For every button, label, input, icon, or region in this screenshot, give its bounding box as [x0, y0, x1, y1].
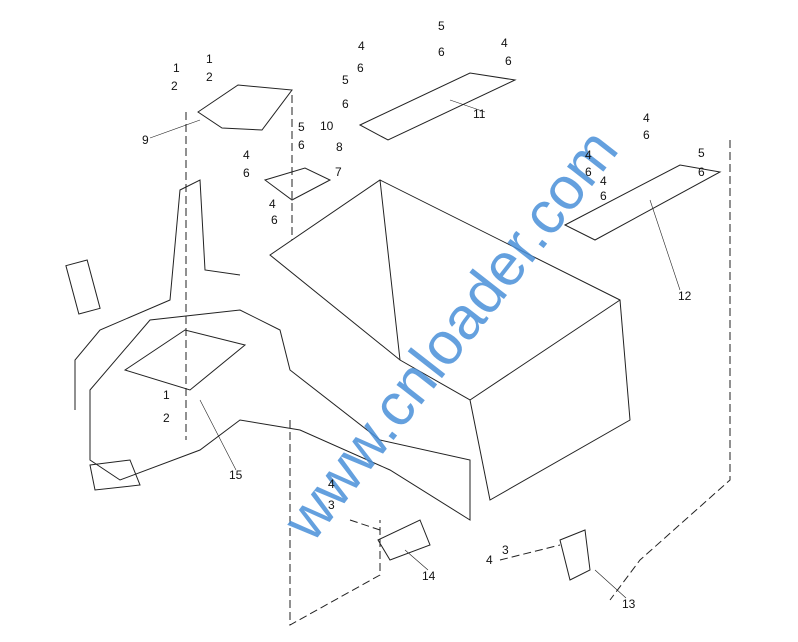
part-callout: 6: [505, 54, 512, 68]
part-callout: 12: [678, 289, 692, 303]
part-callout: 13: [622, 597, 636, 611]
part-callout: 6: [585, 165, 592, 179]
part-callout: 4: [486, 553, 493, 567]
part-callout: 6: [342, 97, 349, 111]
part-callout: 1: [206, 52, 213, 66]
part-callout: 6: [271, 213, 278, 227]
part-callout: 4: [358, 39, 365, 53]
cover-plate-11: [358, 72, 517, 141]
part-callout: 4: [585, 148, 592, 162]
mirror: [65, 259, 101, 315]
part-callout: 10: [320, 119, 334, 133]
part-callout: 3: [328, 498, 335, 512]
part-callout: 2: [163, 411, 170, 425]
bracket-13: [559, 529, 591, 581]
part-callout: 11: [473, 107, 486, 121]
part-callout: 4: [269, 197, 276, 211]
part-callout: 9: [142, 133, 149, 147]
part-callout: 1: [163, 388, 170, 402]
main-frame: [269, 179, 631, 501]
body-shell: [89, 309, 471, 521]
step: [89, 459, 141, 491]
part-callout: 6: [357, 61, 364, 75]
part-callout: 6: [643, 128, 650, 142]
bracket-14: [377, 519, 431, 561]
part-callout: 6: [698, 165, 705, 179]
part-callout: 6: [438, 45, 445, 59]
part-callout: 6: [600, 189, 607, 203]
handrail: [74, 179, 241, 410]
part-callout: 4: [328, 477, 335, 491]
part-callout: 5: [698, 146, 705, 160]
cover-plate-12: [563, 164, 722, 241]
part-callout: 3: [502, 543, 509, 557]
part-callout: 14: [422, 569, 436, 583]
part-callout: 5: [342, 73, 349, 87]
part-callout: 8: [336, 140, 343, 154]
part-callout: 6: [243, 166, 250, 180]
floor-plate-9: [197, 84, 293, 131]
part-callout: 4: [501, 36, 508, 50]
part-callout: 4: [600, 174, 607, 188]
part-callout: 15: [229, 468, 243, 482]
part-callout: 4: [643, 111, 650, 125]
part-callout: 2: [206, 70, 213, 84]
part-callout: 2: [171, 79, 178, 93]
part-callout: 1: [173, 61, 180, 75]
part-callout: 5: [438, 19, 445, 33]
bracket-10: [263, 167, 332, 201]
part-callout: 7: [335, 165, 342, 179]
part-callout: 4: [243, 148, 250, 162]
part-callout: 6: [298, 138, 305, 152]
floor-plate-15: [123, 329, 247, 391]
part-callout: 5: [298, 120, 305, 134]
